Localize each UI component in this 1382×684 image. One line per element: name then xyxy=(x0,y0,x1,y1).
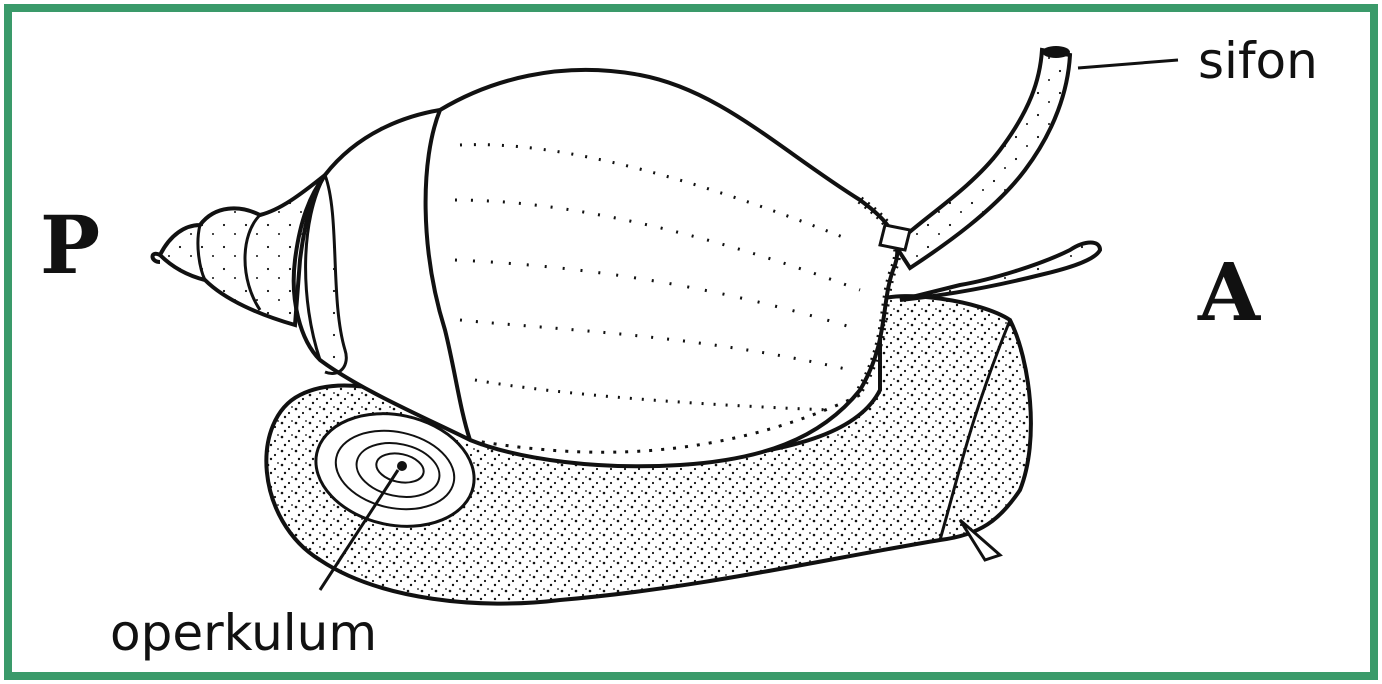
siphon-shape xyxy=(895,46,1178,268)
siphon-label: sifon xyxy=(1198,36,1318,86)
anterior-label: A xyxy=(1198,252,1260,332)
posterior-label: P xyxy=(40,205,100,285)
snail-shell xyxy=(153,70,911,466)
operculum-label: operkulum xyxy=(110,608,377,658)
